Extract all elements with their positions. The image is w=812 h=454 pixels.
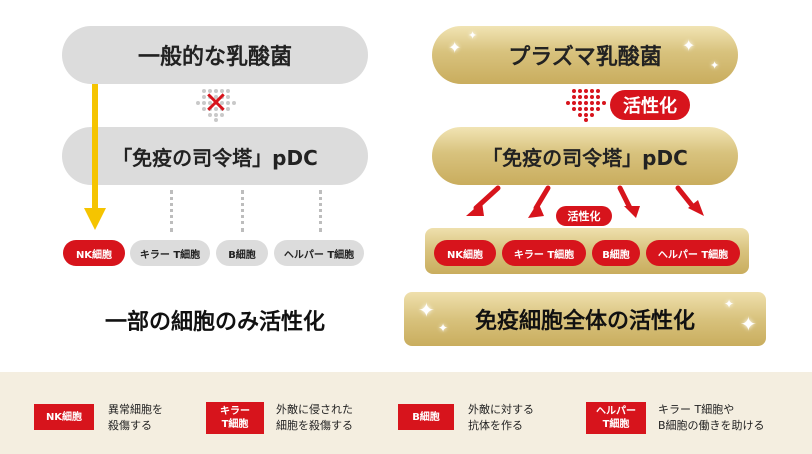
dotted-connector	[241, 190, 244, 232]
legend-tag-nk: NK細胞	[34, 404, 94, 430]
left-cell-killer-t: キラー T細胞	[130, 240, 210, 266]
legend-tag-line: キラー	[220, 406, 250, 417]
legend-tag-line: T細胞	[602, 419, 630, 430]
left-pdc-pill: 「免疫の司令塔」pDC	[62, 127, 368, 185]
sparkle-icon: ✦	[468, 29, 478, 42]
legend-tag-line: T細胞	[221, 419, 249, 430]
right-pdc-pill-label: 「免疫の司令塔」pDC	[482, 145, 688, 170]
left-caption: 一部の細胞のみ活性化	[104, 310, 325, 335]
legend-desc-line: キラー T細胞や	[658, 403, 735, 416]
sparkle-icon: ✦	[448, 38, 462, 57]
legend-tag-b: B細胞	[398, 404, 454, 430]
legend-desc-helper-t: キラー T細胞や B細胞の働きを助ける	[658, 402, 765, 434]
legend-desc-line: B細胞の働きを助ける	[658, 419, 765, 432]
sparkle-icon: ✦	[418, 298, 435, 322]
right-caption: 免疫細胞全体の活性化	[474, 309, 695, 334]
left-pdc-pill-label: 「免疫の司令塔」pDC	[112, 145, 318, 170]
sparkle-icon: ✦	[438, 321, 449, 335]
legend-tag-line: NK細胞	[45, 411, 83, 423]
legend-desc-line: 殺傷する	[108, 419, 152, 432]
legend-tag-helper-t: ヘルパー T細胞	[586, 402, 646, 434]
legend-panel: NK細胞 異常細胞を 殺傷する キラー T細胞 外敵に侵された 細胞を殺傷する …	[0, 372, 812, 454]
legend-tag-killer-t: キラー T細胞	[206, 402, 264, 434]
legend-desc-line: 抗体を作る	[468, 419, 523, 432]
sparkle-icon: ✦	[682, 36, 696, 55]
legend-desc-b: 外敵に対する 抗体を作る	[468, 402, 534, 434]
right-pdc-pill: 「免疫の司令塔」pDC	[432, 127, 738, 185]
legend-tag-line: B細胞	[412, 411, 440, 423]
right-cell-b: B細胞	[592, 240, 640, 266]
legend-desc-line: 異常細胞を	[108, 403, 163, 416]
legend-desc-line: 外敵に対する	[468, 403, 534, 416]
left-cell-nk: NK細胞	[63, 240, 125, 266]
right-cell-helper-t: ヘルパー T細胞	[646, 240, 740, 266]
activation-small-badge: 活性化	[556, 206, 612, 226]
right-top-pill-label: プラズマ乳酸菌	[508, 45, 662, 70]
activation-badge: 活性化	[610, 90, 690, 120]
right-cell-nk: NK細胞	[434, 240, 496, 266]
legend-tag-line: ヘルパー	[596, 406, 636, 417]
right-caption-box: 免疫細胞全体の活性化	[404, 292, 766, 346]
legend-desc-nk: 異常細胞を 殺傷する	[108, 402, 163, 434]
right-cell-killer-t: キラー T細胞	[502, 240, 586, 266]
dotted-connector	[319, 190, 322, 232]
spread-arrows-icon	[466, 185, 704, 218]
yellow-arrow-icon	[84, 84, 106, 230]
down-arrow-icon	[566, 89, 606, 122]
right-top-pill: プラズマ乳酸菌	[432, 26, 738, 84]
left-cell-helper-t: ヘルパー T細胞	[274, 240, 364, 266]
legend-desc-line: 細胞を殺傷する	[276, 419, 353, 432]
left-top-pill: 一般的な乳酸菌	[62, 26, 368, 84]
left-cell-b: B細胞	[216, 240, 268, 266]
cross-icon: ✕	[203, 86, 229, 121]
dotted-connector	[170, 190, 173, 232]
sparkle-icon: ✦	[724, 297, 735, 311]
sparkle-icon: ✦	[710, 59, 720, 72]
sparkle-icon: ✦	[740, 312, 757, 336]
legend-desc-line: 外敵に侵された	[276, 403, 353, 416]
blocked-arrow-icon	[196, 89, 236, 122]
legend-desc-killer-t: 外敵に侵された 細胞を殺傷する	[276, 402, 353, 434]
left-top-pill-label: 一般的な乳酸菌	[137, 45, 292, 70]
